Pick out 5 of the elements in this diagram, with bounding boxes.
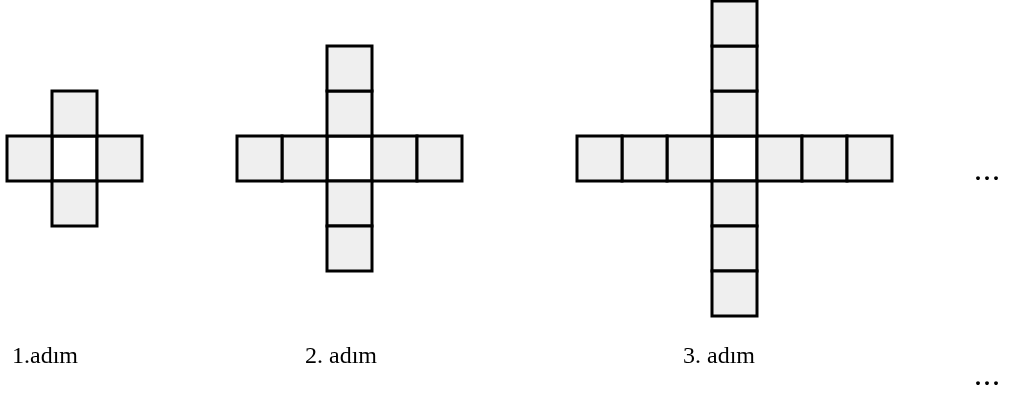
step-label: 2. adım [305,343,377,367]
step-label: 1.adım [12,343,78,367]
ellipsis: ... [975,365,1002,389]
ellipsis: ... [975,160,1002,184]
step-label: 3. adım [683,343,755,367]
